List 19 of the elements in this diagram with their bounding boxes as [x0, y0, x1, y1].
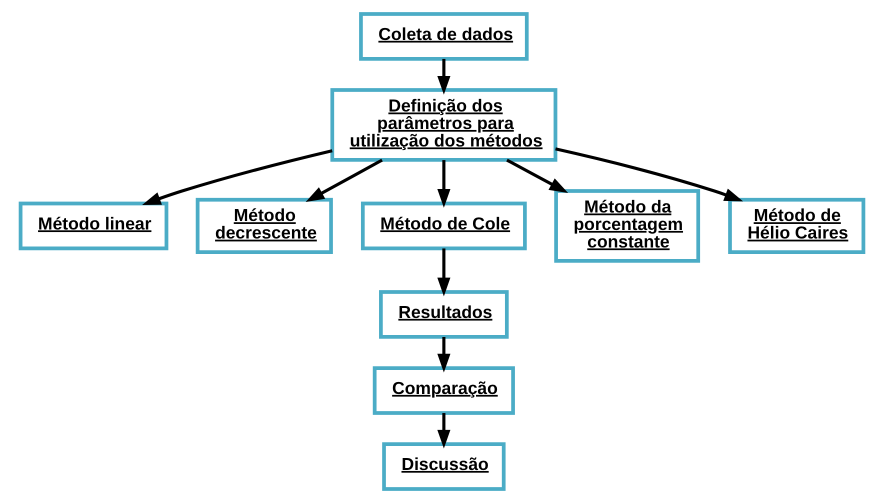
arrow: [506, 158, 568, 192]
arrow: [436, 248, 450, 296]
node-box: Método linear: [18, 201, 168, 250]
node-box: Resultados: [378, 290, 508, 338]
arrow: [142, 148, 332, 204]
node-box: Discussão: [382, 442, 506, 490]
node-box: Definição dos parâmetros para utilização dos métodos: [330, 88, 557, 162]
arrow: [436, 160, 450, 208]
node-box: Método decrescente: [195, 197, 332, 254]
arrow: [554, 146, 743, 201]
node-box: Método da porcentagem constante: [554, 188, 700, 262]
node-box: Comparação: [372, 366, 514, 414]
arrow: [436, 412, 450, 448]
arrow: [436, 336, 450, 372]
node-box: Coleta de dados: [358, 12, 528, 60]
arrow: [436, 58, 450, 94]
arrow: [305, 158, 382, 202]
node-box: Método de Cole: [360, 201, 526, 250]
node-box: Método de Hélio Caires: [728, 197, 865, 254]
